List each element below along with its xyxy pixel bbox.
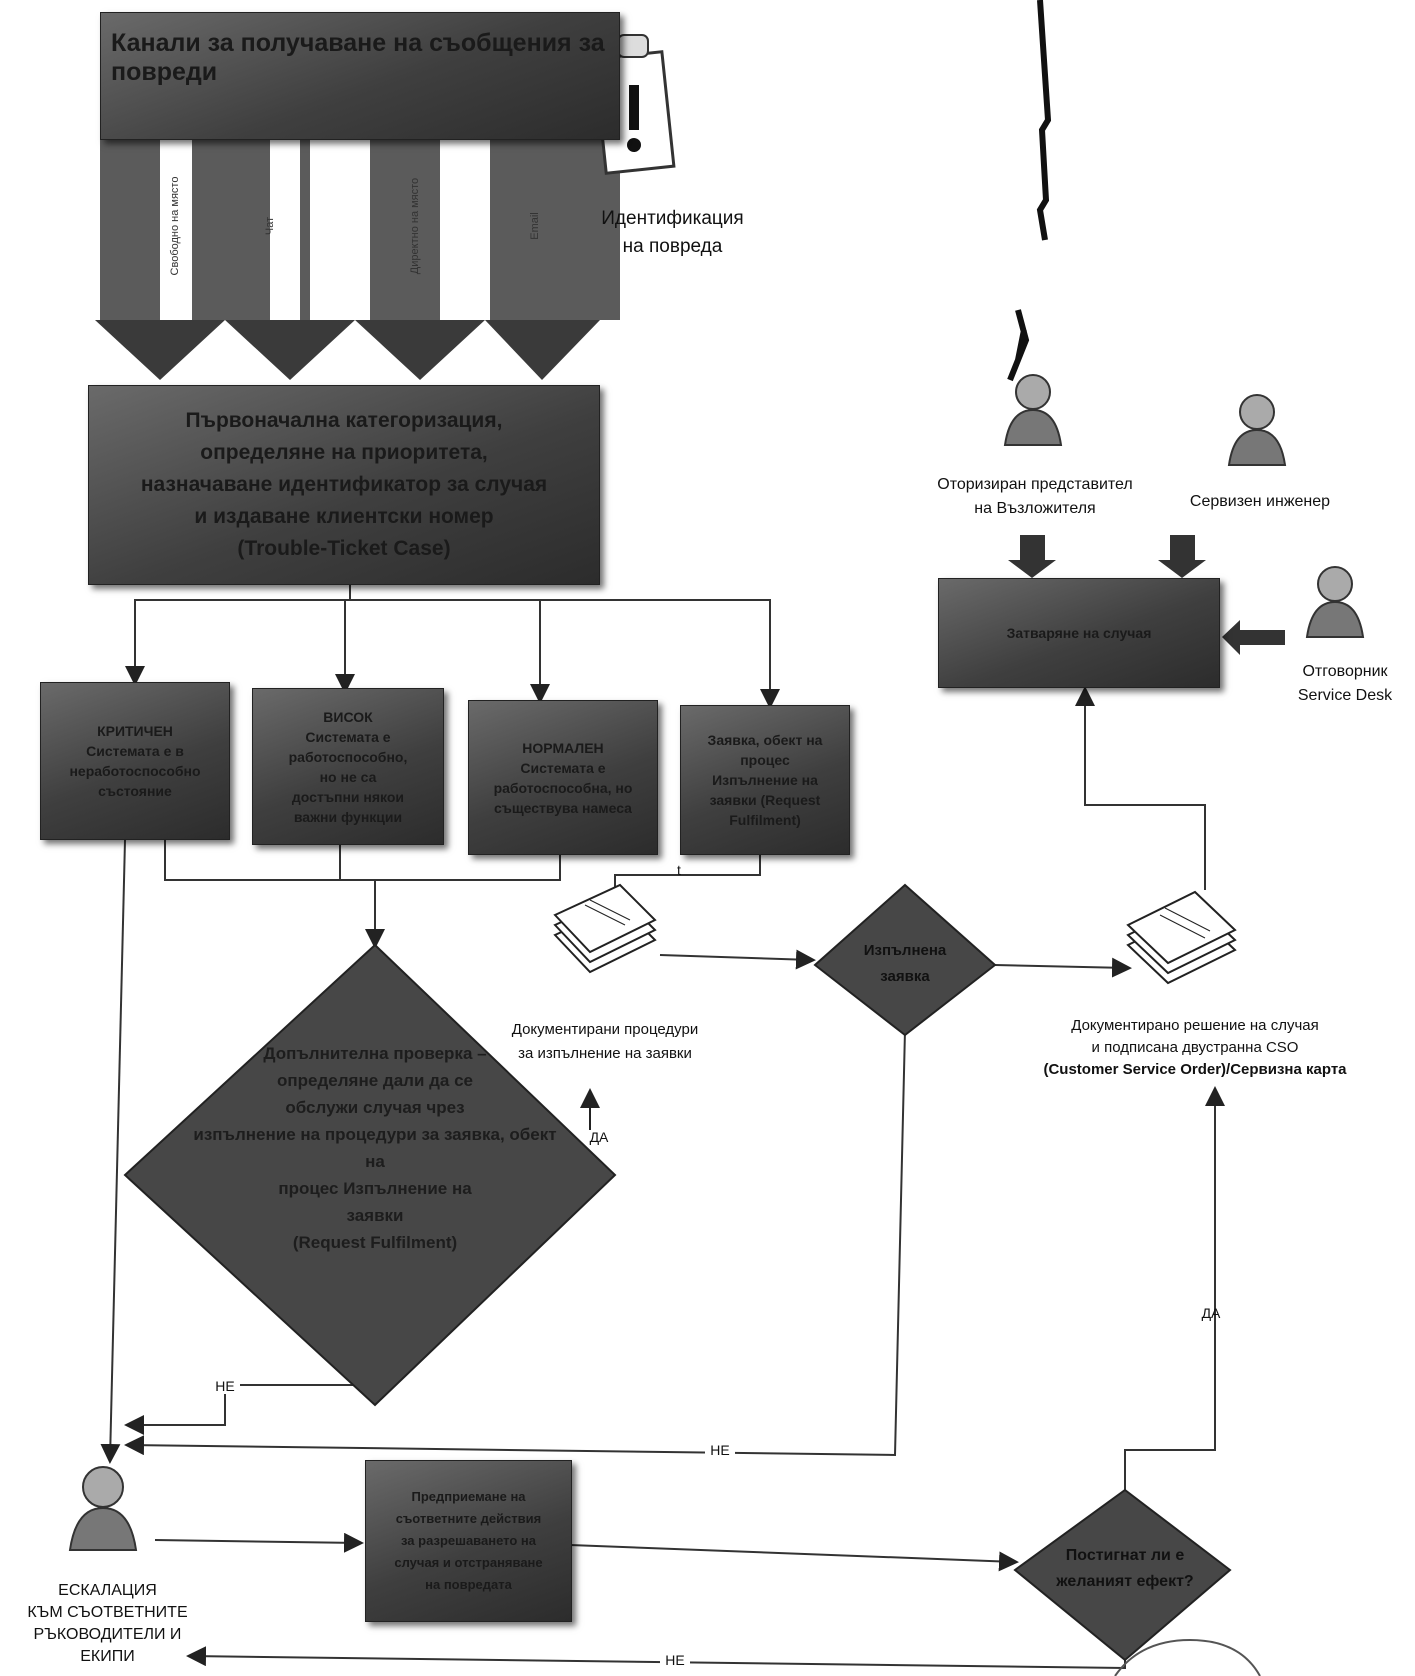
channel-arrow-4 xyxy=(485,320,600,380)
solution-doc-icon xyxy=(1126,890,1237,985)
role-servicedesk-label: Отговорник Service Desk xyxy=(1297,663,1393,704)
request-box: Заявка, обект на процес Изпълнение на за… xyxy=(680,705,850,855)
categorization-box: Първоначална категоризация, определяне н… xyxy=(88,385,600,585)
edge-label-yes-1: ДА xyxy=(589,1129,609,1145)
channel-label-4: Email xyxy=(529,212,541,240)
priority-box-high: ВИСОК Системата е работоспособно, но не … xyxy=(252,688,444,845)
role-arrow-engineer xyxy=(1158,535,1206,578)
channel-label-2: Чат xyxy=(264,216,276,236)
priority-box-normal: НОРМАЛЕН Системата е работоспособна, но … xyxy=(468,700,658,855)
actions-text: Предприемане на съответните действия за … xyxy=(394,1489,543,1592)
request-text: Заявка, обект на процес Изпълнение на за… xyxy=(707,732,823,828)
edge-label-yes-2: ДА xyxy=(1201,1305,1221,1321)
edge-label-no-2: НЕ xyxy=(705,1442,735,1458)
role-engineer-label: Сервизен инженер xyxy=(1189,493,1331,510)
channels-header-box: Канали за получаване на съобщения за пов… xyxy=(100,12,620,140)
role-authorized-label: Оторизиран представител на Възложителя xyxy=(937,476,1133,517)
actions-box: Предприемане на съответните действия за … xyxy=(365,1460,572,1622)
authorized-person-icon xyxy=(1003,374,1063,446)
priority-box-critical: КРИТИЧЕН Системата е в неработоспособно … xyxy=(40,682,230,840)
channels-header-text: Канали за получаване на съобщения за пов… xyxy=(111,29,605,86)
big-diamond-text: Допълнителна проверка – определяне дали … xyxy=(193,1044,557,1252)
edge-label-t: t xyxy=(677,862,681,878)
big-diamond-shape xyxy=(123,943,617,1407)
close-case-box: Затваряне на случая xyxy=(938,578,1220,688)
channel-label-3: Директно на място xyxy=(409,177,421,275)
solution-doc-label-2: и подписана двустранна CSO xyxy=(1091,1039,1299,1056)
priority-high-text: ВИСОК Системата е работоспособно, но не … xyxy=(288,708,408,825)
identification-label: Идентификация на повреда xyxy=(601,208,744,257)
procedures-doc-icon xyxy=(553,883,657,974)
fulfilled-diamond-shape xyxy=(813,883,997,1037)
effect-diamond-text: Постигнат ли е желаният ефект? xyxy=(1056,1547,1194,1590)
priority-normal-text: НОРМАЛЕН Системата е работоспособна, но … xyxy=(493,739,633,816)
fulfilled-diamond-text: Изпълнена заявка xyxy=(863,942,947,985)
edge-label-no-1: НЕ xyxy=(210,1378,240,1394)
priority-critical-text: КРИТИЧЕН Системата е в неработоспособно … xyxy=(69,723,201,799)
close-case-text: Затваряне на случая xyxy=(1006,625,1152,641)
escalation-label: ЕСКАЛАЦИЯ КЪМ СЪОТВЕТНИТЕ РЪКОВОДИТЕЛИ И… xyxy=(27,1582,188,1665)
engineer-person-icon xyxy=(1227,394,1287,466)
solution-doc-label-1: Документирано решение на случая xyxy=(1071,1017,1319,1034)
role-arrow-authorized xyxy=(1008,535,1056,578)
effect-diamond-shape xyxy=(1013,1488,1232,1662)
channel-arrow-2 xyxy=(225,320,355,380)
categorization-text: Първоначална категоризация, определяне н… xyxy=(140,409,548,560)
servicedesk-person-icon xyxy=(1305,566,1365,638)
solution-doc-label-3: (Customer Service Order)/Сервизна карта xyxy=(1043,1061,1347,1078)
stamp-mark xyxy=(1114,1638,1261,1676)
channel-label-1: Свободно на място xyxy=(169,176,181,276)
procedures-doc-label: Документирани процедури за изпълнение на… xyxy=(511,1021,699,1062)
role-arrow-servicedesk xyxy=(1222,620,1285,655)
scan-artifact xyxy=(1007,0,1052,382)
channel-arrow-1 xyxy=(95,320,225,380)
edge-label-no-3: НЕ xyxy=(660,1652,690,1668)
channel-arrow-3 xyxy=(355,320,485,380)
escalation-person-icon xyxy=(68,1466,138,1551)
